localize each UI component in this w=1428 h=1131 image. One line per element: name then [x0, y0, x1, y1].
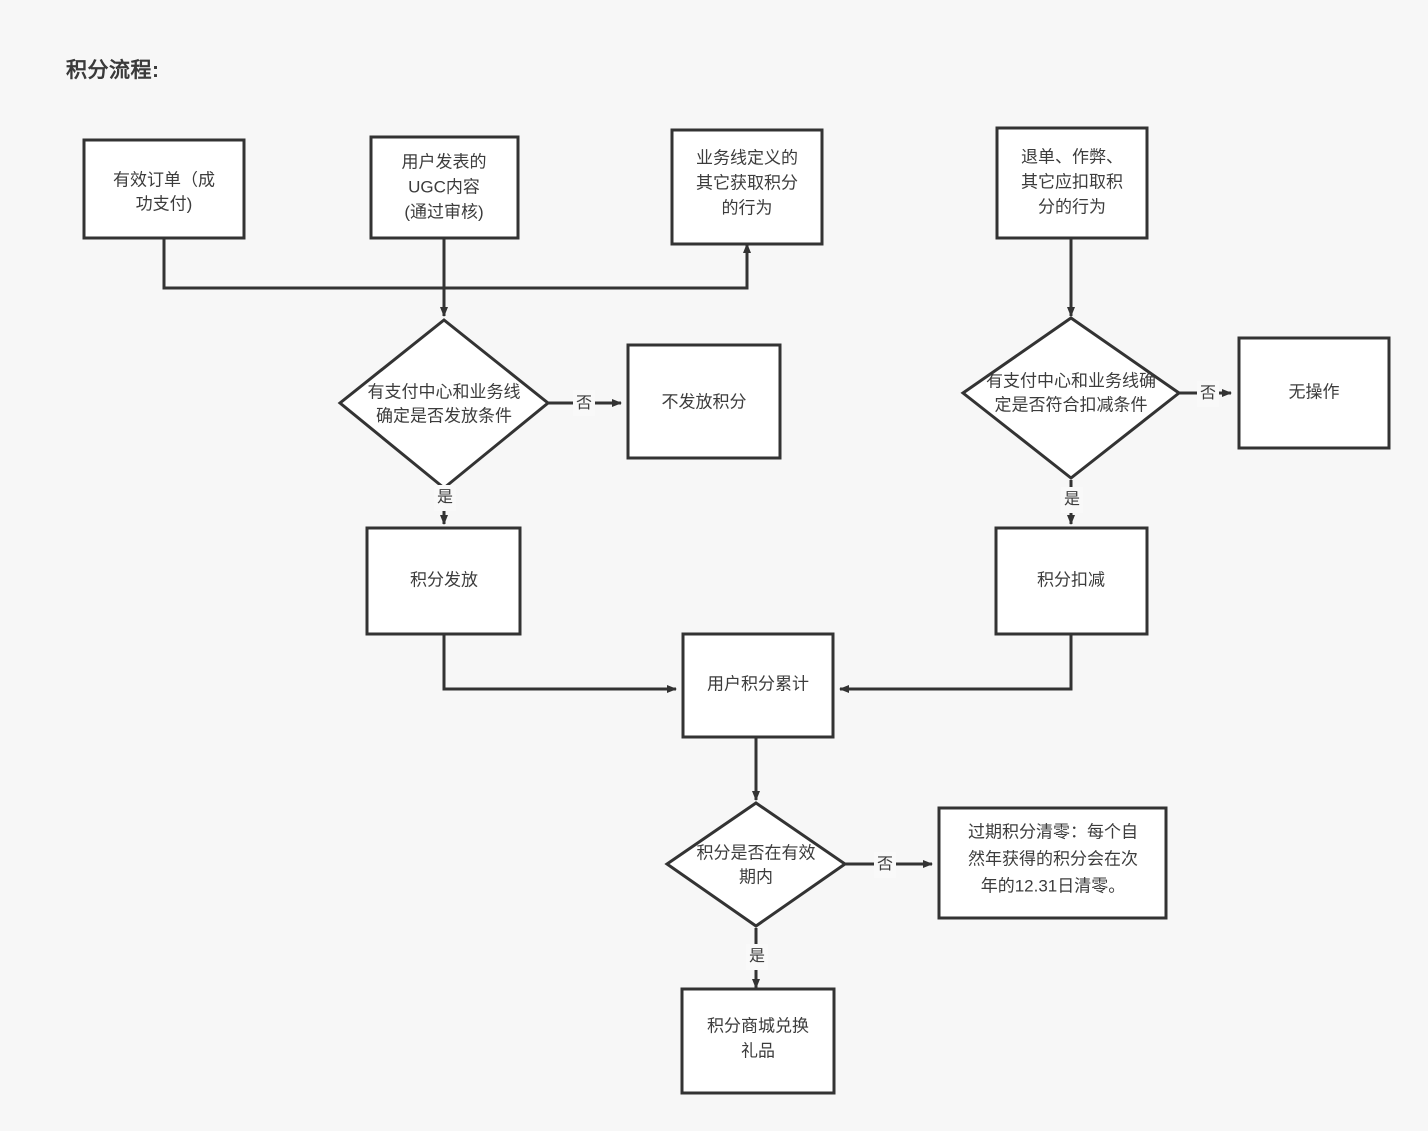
- node-valid-order[interactable]: 有效订单（成 功支付): [82, 138, 246, 240]
- edge-label-grant-no: 否: [573, 390, 595, 416]
- node-validity-decision-line-1: 积分是否在有效: [697, 843, 816, 862]
- edge-label-validity-yes-text: 是: [749, 948, 765, 965]
- node-points-total[interactable]: 用户积分累计: [681, 632, 835, 739]
- node-other-earn-line-1: 业务线定义的: [696, 148, 798, 167]
- node-ugc-content-line-1: 用户发表的: [402, 152, 487, 171]
- node-points-deduct-line-1: 积分扣减: [1037, 570, 1105, 589]
- node-ugc-content-line-2: UGC内容: [408, 177, 480, 196]
- page-title: 积分流程:: [66, 59, 160, 82]
- node-valid-order-line-1: 有效订单（成: [113, 170, 215, 189]
- node-refund-cheat-line-3: 分的行为: [1038, 197, 1106, 216]
- node-points-deduct[interactable]: 积分扣减: [994, 526, 1149, 636]
- node-refund-cheat-line-1: 退单、作弊、: [1021, 147, 1123, 166]
- edge-label-validity-no-text: 否: [877, 856, 893, 873]
- edge-label-grant-yes-text: 是: [437, 489, 453, 506]
- node-refund-cheat-line-2: 其它应扣取积: [1021, 172, 1123, 191]
- node-no-action-line-1: 无操作: [1289, 382, 1340, 401]
- edge-label-deduct-no: 否: [1197, 381, 1219, 407]
- node-grant-decision-line-2: 确定是否发放条件: [376, 406, 512, 425]
- edge-label-deduct-no-text: 否: [1200, 385, 1216, 402]
- node-deduct-decision-line-1: 有支付中心和业务线确: [986, 371, 1156, 390]
- node-validity-decision[interactable]: 积分是否在有效 期内: [664, 801, 848, 928]
- edge-valid-order-to-other-earn: [162, 238, 751, 290]
- node-mall-redeem-line-2: 礼品: [741, 1041, 775, 1060]
- node-other-earn-line-2: 其它获取积分: [696, 173, 798, 192]
- node-no-action[interactable]: 无操作: [1237, 336, 1391, 450]
- node-validity-decision-line-2: 期内: [739, 867, 773, 886]
- edge-label-grant-yes: 是: [434, 485, 456, 511]
- node-grant-decision-line-1: 有支付中心和业务线: [368, 382, 521, 401]
- node-expire-clear[interactable]: 过期积分清零：每个自 然年获得的积分会在次 年的12.31日清零。: [937, 806, 1168, 920]
- node-expire-clear-line-3: 年的12.31日清零。: [981, 876, 1126, 895]
- edge-points-deduct-to-total: [839, 634, 1073, 693]
- node-points-grant[interactable]: 积分发放: [365, 526, 522, 636]
- edge-label-validity-no: 否: [874, 852, 896, 878]
- edge-points-grant-to-total: [442, 634, 677, 693]
- edge-label-deduct-yes: 是: [1061, 487, 1083, 513]
- node-ugc-content[interactable]: 用户发表的 UGC内容 (通过审核): [369, 135, 520, 240]
- node-ugc-content-line-3: (通过审核): [404, 202, 483, 221]
- node-deduct-decision-line-2: 定是否符合扣减条件: [995, 395, 1148, 414]
- node-grant-decision[interactable]: 有支付中心和业务线 确定是否发放条件: [337, 318, 551, 490]
- edge-label-validity-yes: 是: [746, 944, 768, 970]
- node-expire-clear-line-2: 然年获得的积分会在次: [968, 849, 1138, 868]
- node-no-grant-line-1: 不发放积分: [662, 392, 747, 411]
- edge-label-grant-no-text: 否: [576, 395, 592, 412]
- node-refund-cheat[interactable]: 退单、作弊、 其它应扣取积 分的行为: [995, 126, 1149, 240]
- node-other-earn[interactable]: 业务线定义的 其它获取积分 的行为: [670, 128, 824, 246]
- node-deduct-decision[interactable]: 有支付中心和业务线确 定是否符合扣减条件: [960, 316, 1182, 480]
- node-other-earn-line-3: 的行为: [722, 198, 773, 217]
- node-expire-clear-line-1: 过期积分清零：每个自: [968, 822, 1138, 841]
- node-no-grant[interactable]: 不发放积分: [626, 343, 782, 460]
- node-points-grant-line-1: 积分发放: [410, 570, 478, 589]
- node-mall-redeem-line-1: 积分商城兑换: [707, 1016, 809, 1035]
- node-valid-order-line-2: 功支付): [136, 194, 193, 213]
- edge-label-deduct-yes-text: 是: [1064, 491, 1080, 508]
- node-mall-redeem[interactable]: 积分商城兑换 礼品: [680, 987, 836, 1095]
- node-points-total-line-1: 用户积分累计: [707, 674, 809, 693]
